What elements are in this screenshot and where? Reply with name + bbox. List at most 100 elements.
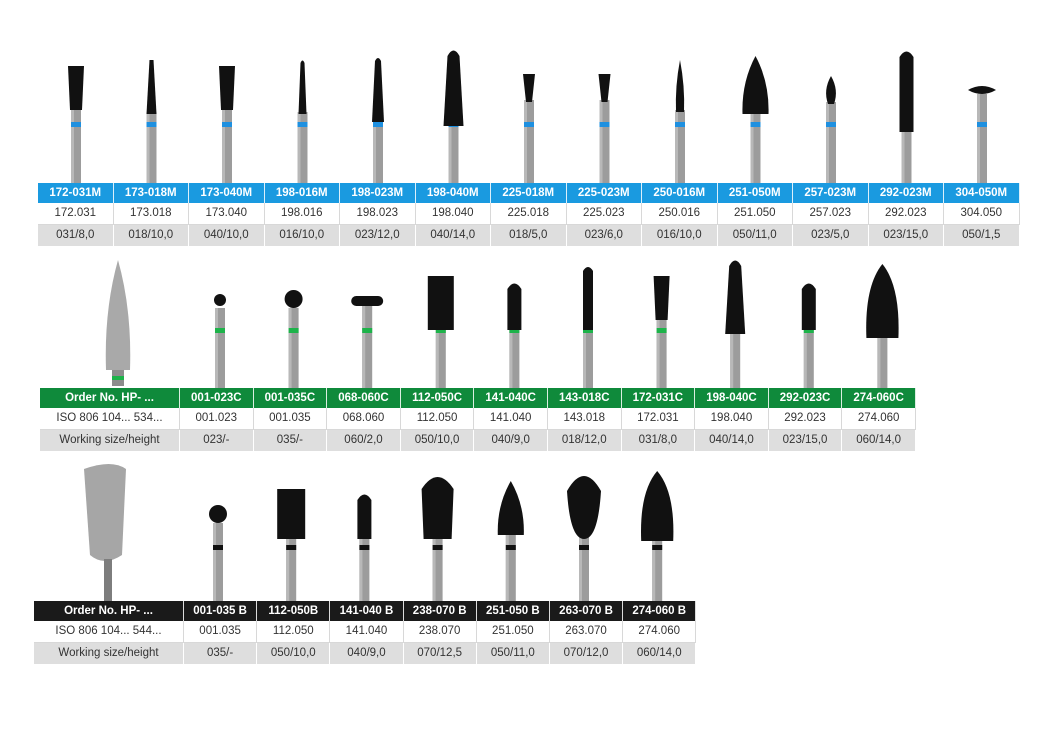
working-size-cell: 070/12,0 bbox=[549, 643, 624, 664]
bur-head bbox=[372, 58, 384, 122]
bur-shank bbox=[432, 537, 443, 605]
bur-head bbox=[725, 260, 746, 334]
bur-color-band bbox=[362, 328, 373, 333]
bur-head bbox=[641, 471, 674, 541]
working-size-cell: 040/10,0 bbox=[189, 225, 265, 246]
iso-cell: 225.023 bbox=[566, 203, 642, 224]
working-size-cell: 050/10,0 bbox=[400, 430, 475, 451]
bur-color-band bbox=[222, 122, 232, 127]
bur-shank bbox=[803, 328, 814, 390]
bur-shank-highlight bbox=[448, 124, 452, 185]
working-size-cell: 050/11,0 bbox=[717, 225, 793, 246]
bur-shank-highlight bbox=[656, 318, 660, 390]
bur-shank bbox=[599, 100, 610, 185]
preview-stone-head bbox=[84, 464, 126, 561]
iso-cell: 238.070 bbox=[403, 621, 477, 642]
order-code-cell: 172-031C bbox=[621, 388, 696, 408]
bur-shank bbox=[146, 112, 157, 185]
working-size-cell: 018/12,0 bbox=[547, 430, 622, 451]
bur-head bbox=[284, 290, 303, 308]
bur-head bbox=[567, 476, 601, 539]
working-size-cell: 040/9,0 bbox=[330, 643, 404, 664]
bur-shank-highlight bbox=[583, 328, 586, 390]
working-size-cell: 060/14,0 bbox=[623, 643, 697, 664]
bur-color-band bbox=[599, 122, 610, 127]
order-code-cell: 263-070 B bbox=[549, 601, 624, 621]
bur-color-band bbox=[435, 328, 446, 333]
working-size-cell: 016/10,0 bbox=[264, 225, 340, 246]
iso-cell: 198.040 bbox=[415, 203, 491, 224]
bur-shank-highlight bbox=[599, 100, 603, 185]
bur-shank-highlight bbox=[373, 120, 376, 185]
iso-cell: 274.060 bbox=[623, 621, 697, 642]
iso-cell: 198.016 bbox=[264, 203, 340, 224]
bur-head bbox=[298, 60, 307, 114]
bur-head bbox=[742, 56, 769, 114]
bur-color-band bbox=[359, 545, 370, 550]
order-code-cell: 112-050C bbox=[400, 388, 475, 408]
order-code-cell: 198-040M bbox=[415, 183, 491, 203]
bur-head bbox=[357, 494, 372, 539]
bur-shank-highlight bbox=[359, 537, 363, 605]
bur-head bbox=[675, 60, 685, 112]
bur-color-band bbox=[213, 545, 223, 550]
bur-color-band bbox=[652, 545, 663, 550]
bur-color-band bbox=[71, 122, 81, 127]
iso-cell: 304.050 bbox=[944, 203, 1020, 224]
working-size-cell: 070/12,5 bbox=[403, 643, 477, 664]
working-size-label: Working size/height bbox=[40, 430, 180, 451]
bur-color-band bbox=[288, 328, 299, 333]
bur-shank-highlight bbox=[146, 112, 150, 185]
bur-shank bbox=[362, 306, 373, 390]
bur-shank bbox=[877, 336, 888, 390]
order-code-cell: 292-023M bbox=[868, 183, 944, 203]
bur-shank-highlight bbox=[71, 108, 74, 185]
iso-cell: 112.050 bbox=[257, 621, 331, 642]
iso-cell: 263.070 bbox=[549, 621, 624, 642]
order-code-cell: 257-023M bbox=[793, 183, 869, 203]
preview-bur-head bbox=[105, 260, 131, 370]
iso-cell: 292.023 bbox=[768, 408, 843, 429]
bur-head bbox=[443, 50, 464, 126]
bur-head bbox=[598, 74, 611, 102]
bur-shank-highlight bbox=[750, 112, 754, 185]
bur-color-band bbox=[286, 545, 297, 550]
bur-shank bbox=[448, 124, 459, 185]
blue-burs-illustration bbox=[68, 50, 996, 185]
bur-color-band bbox=[579, 545, 589, 550]
iso-cell: 251.050 bbox=[476, 621, 550, 642]
preview-stone-shank bbox=[104, 559, 112, 605]
order-code-cell: 225-023M bbox=[566, 183, 642, 203]
bur-color-band bbox=[524, 122, 534, 127]
bur-head bbox=[214, 294, 226, 306]
iso-cell: 068.060 bbox=[327, 408, 401, 429]
bur-color-band bbox=[583, 328, 593, 333]
bur-head bbox=[421, 477, 454, 539]
bur-color-band bbox=[977, 122, 987, 127]
bur-shank-highlight bbox=[222, 108, 225, 185]
bur-head bbox=[68, 66, 84, 110]
bur-shank bbox=[359, 537, 370, 605]
working-size-cell: 023/15,0 bbox=[868, 225, 944, 246]
order-code-cell: 274-060 B bbox=[623, 601, 697, 621]
order-code-cell: 292-023C bbox=[768, 388, 843, 408]
bur-head bbox=[801, 283, 816, 330]
bur-shank-highlight bbox=[877, 336, 881, 390]
working-size-cell: 040/14,0 bbox=[695, 430, 769, 451]
bur-shank-highlight bbox=[509, 328, 513, 390]
working-size-cell: 031/8,0 bbox=[38, 225, 114, 246]
bur-shank bbox=[652, 539, 663, 605]
bur-color-band bbox=[215, 328, 225, 333]
bur-color-band bbox=[432, 545, 443, 550]
iso-cell: 173.040 bbox=[189, 203, 265, 224]
bur-color-band bbox=[675, 122, 685, 127]
order-code-cell: 198-016M bbox=[264, 183, 340, 203]
bur-shank-highlight bbox=[675, 110, 678, 185]
